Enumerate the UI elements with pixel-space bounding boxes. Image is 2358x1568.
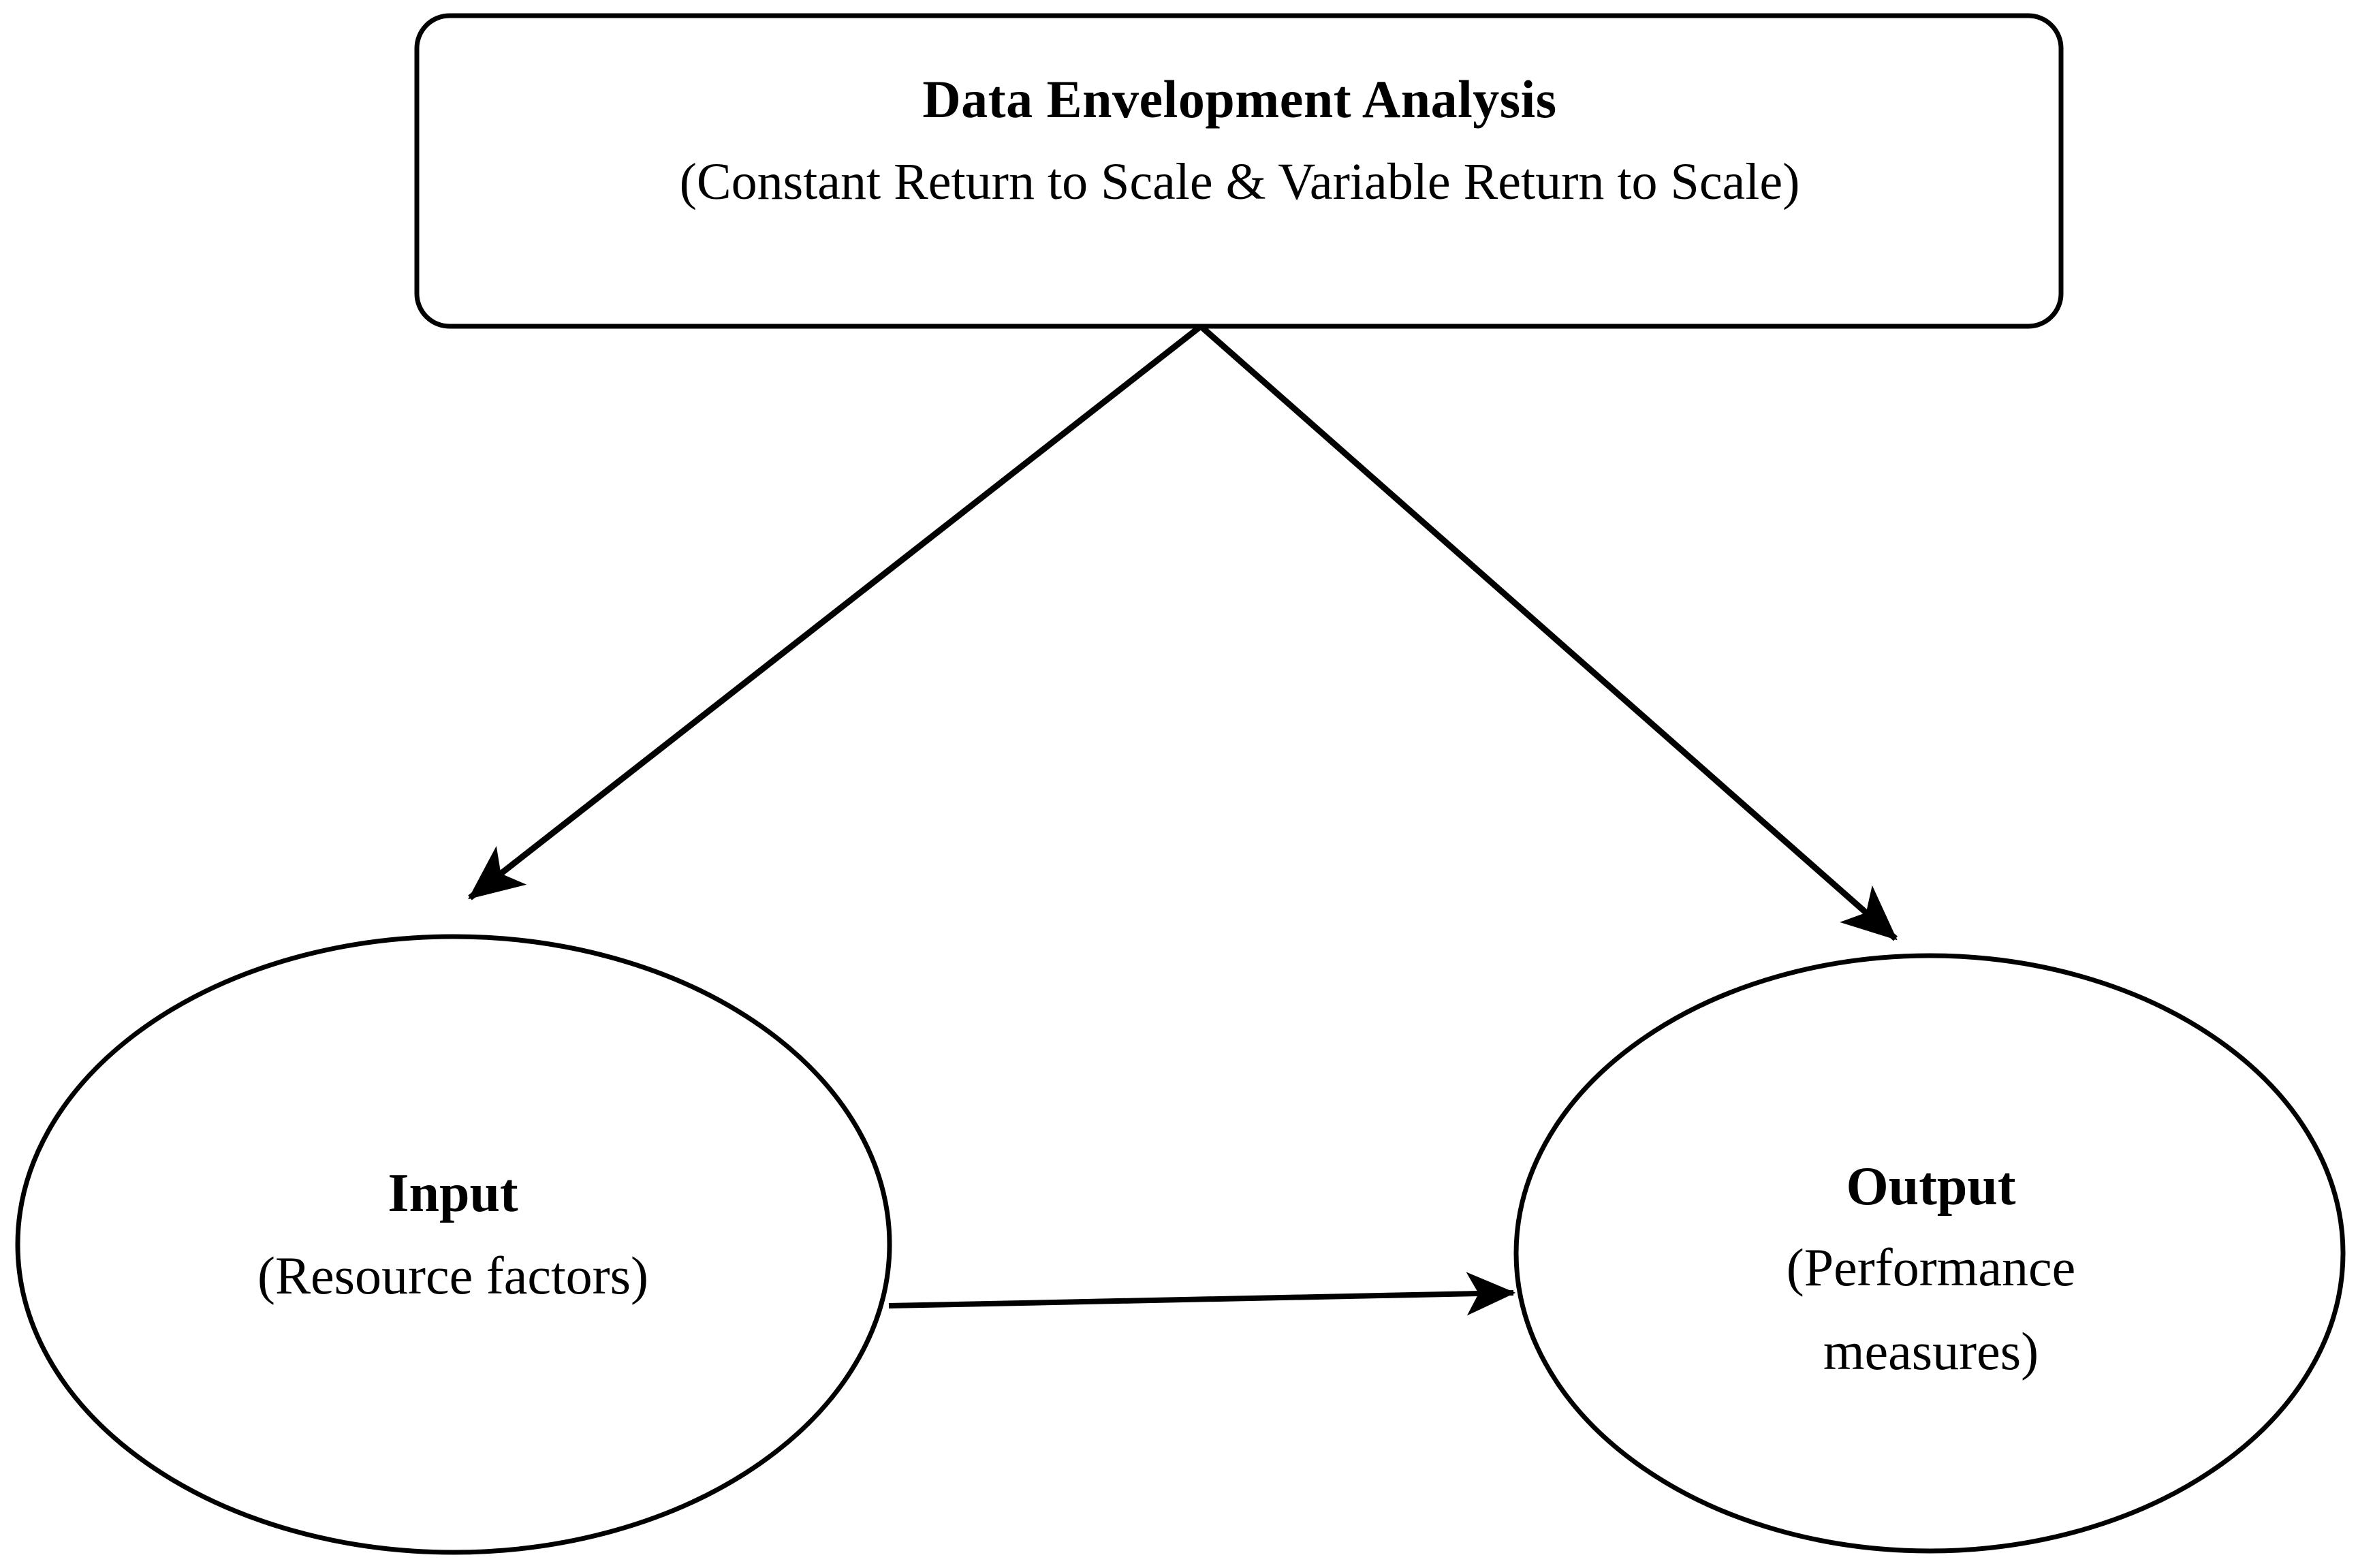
output-node-title: Output — [1846, 1157, 2016, 1217]
input-node-label: Input (Resource factors) — [82, 1158, 824, 1310]
edge-input-to-output — [888, 1272, 1516, 1316]
input-node-title: Input — [388, 1163, 518, 1223]
dea-node-label: Data Envelopment Analysis (Constant Retu… — [415, 65, 2064, 216]
output-node-subtitle-line1: (Performance — [1786, 1238, 2076, 1297]
edge-dea-to-output — [1199, 324, 1898, 941]
input-node-shape[interactable] — [15, 934, 892, 1555]
output-node-shape[interactable] — [1513, 953, 2346, 1554]
dea-node-title: Data Envelopment Analysis — [922, 69, 1557, 129]
output-node-subtitle-line2: measures) — [1823, 1321, 2039, 1381]
dea-node-shape[interactable] — [414, 13, 2064, 329]
dea-node-subtitle: (Constant Return to Scale & Variable Ret… — [679, 153, 1800, 211]
output-node-label: Output (Performance measures) — [1567, 1151, 2295, 1386]
input-node-subtitle: (Resource factors) — [257, 1246, 648, 1305]
edge-dea-to-input — [468, 324, 1203, 900]
